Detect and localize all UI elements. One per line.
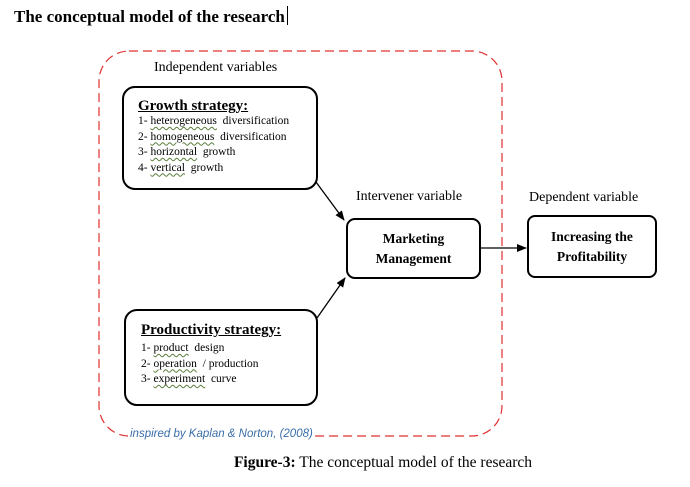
growth-strategy-title: Growth strategy: — [138, 98, 249, 114]
marketing-line2: Management — [375, 250, 452, 266]
independent-variables-dashed-region — [98, 50, 503, 437]
profitability-line2: Profitability — [556, 248, 628, 264]
productivity-strategy-list: 1- product design 2- operation / product… — [141, 341, 316, 388]
marketing-line1: Marketing — [382, 230, 445, 246]
list-item: 1- product design — [141, 342, 225, 354]
growth-strategy-list: 1- heterogeneous diversification 2- homo… — [138, 114, 316, 176]
growth-strategy-box: Growth strategy: 1- heterogeneous divers… — [122, 86, 318, 190]
list-item: 1- heterogeneous diversification — [138, 115, 290, 127]
arrow-growth-to-marketing — [315, 181, 345, 221]
list-item: 3- horizontal growth — [138, 146, 236, 158]
intervener-variable-label: Intervener variable — [356, 189, 463, 204]
productivity-strategy-box: Productivity strategy: 1- product design… — [124, 309, 318, 406]
page-title: The conceptual model of the research — [14, 6, 288, 27]
list-item: 3- experiment curve — [141, 373, 237, 385]
dependent-variable-label: Dependent variable — [529, 190, 639, 205]
page-title-text: The conceptual model of the research — [14, 7, 285, 26]
list-item: 2- operation / production — [141, 357, 259, 370]
productivity-strategy-title: Productivity strategy: — [141, 322, 282, 338]
figure-caption: Figure-3: The conceptual model of the re… — [0, 454, 690, 472]
caption-text: The conceptual model of the research — [295, 454, 533, 471]
list-item: 4- vertical growth — [138, 161, 224, 174]
arrow-productivity-to-marketing — [316, 277, 346, 319]
profitability-line1: Increasing the — [551, 228, 633, 244]
source-note: inspired by Kaplan & Norton, (2008) — [128, 428, 315, 440]
caption-label: Figure-3: — [233, 454, 296, 471]
independent-variables-label: Independent variables — [154, 60, 278, 75]
list-item: 2- homogeneous diversification — [138, 130, 287, 143]
text-cursor — [286, 6, 288, 25]
